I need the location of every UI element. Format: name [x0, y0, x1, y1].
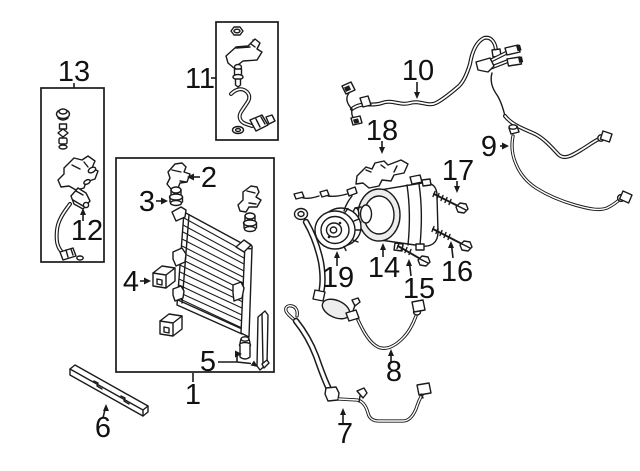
callout-6[interactable]: 6	[95, 404, 111, 444]
callout-5-arrow	[235, 350, 242, 358]
core-inner-tab	[232, 281, 245, 302]
condenser-box-1	[115, 157, 275, 373]
bolt-15	[396, 242, 431, 267]
harness-10	[341, 35, 613, 160]
callout-10[interactable]: 10	[402, 55, 434, 99]
callout-6-label[interactable]: 6	[95, 412, 111, 444]
callout-11[interactable]: 11	[185, 63, 216, 95]
tube-part-11	[229, 87, 276, 132]
callout-2[interactable]: 2	[187, 162, 217, 194]
liquid-tube-assembly	[54, 155, 99, 261]
callout-16-label[interactable]: 16	[441, 256, 473, 288]
callout-18-arrow	[379, 147, 385, 154]
cushion-3b	[242, 212, 258, 233]
callout-9-arrow	[502, 142, 509, 150]
callout-18[interactable]: 18	[366, 115, 398, 154]
callout-14-label[interactable]: 14	[368, 252, 400, 284]
bracket-with-stud	[225, 38, 263, 69]
bracket-18	[355, 159, 409, 189]
callout-8-arrow	[388, 349, 394, 356]
inset-box-11	[215, 21, 279, 141]
service-cap-part	[55, 108, 71, 150]
callout-16[interactable]: 16	[441, 241, 473, 288]
bracket-2	[166, 162, 191, 190]
callout-4-label[interactable]: 4	[123, 266, 139, 298]
harness-sleeve	[359, 95, 372, 108]
liquid-hose-7	[284, 304, 432, 423]
clutch-pulley-19	[293, 186, 363, 252]
callout-8[interactable]: 8	[386, 349, 402, 388]
harness-junction-clip	[475, 57, 495, 73]
callout-19[interactable]: 19	[322, 251, 354, 294]
callout-1[interactable]: 1	[185, 373, 201, 411]
callout-7-label[interactable]: 7	[337, 418, 353, 450]
callout-6-arrow	[103, 404, 109, 411]
callout-2-arrow	[187, 173, 194, 181]
callout-15-arrow	[406, 259, 412, 266]
callout-14[interactable]: 14	[368, 243, 400, 284]
callout-2-label[interactable]: 2	[201, 162, 217, 194]
callout-13-label[interactable]: 13	[58, 56, 90, 88]
bracket-2b	[237, 185, 262, 213]
inset-box-13	[40, 87, 105, 263]
cap-5	[238, 336, 252, 360]
callout-16-arrow	[448, 241, 454, 248]
compressor-14	[352, 174, 439, 252]
callout-17[interactable]: 17	[442, 155, 474, 193]
bolt-16	[431, 225, 473, 252]
pressure-switch-12	[70, 187, 91, 210]
nut-part	[230, 26, 244, 36]
callout-3-label[interactable]: 3	[139, 186, 155, 218]
support-rail-6	[69, 364, 149, 417]
core-top-hook	[171, 206, 187, 222]
callout-19-label[interactable]: 19	[322, 262, 354, 294]
callout-12-arrow	[80, 208, 86, 215]
callout-19-arrow	[334, 251, 340, 258]
callout-12[interactable]: 12	[71, 208, 103, 247]
callout-18-label[interactable]: 18	[366, 115, 398, 147]
core-side-tab-2	[172, 285, 185, 302]
callout-9[interactable]: 9	[481, 131, 509, 163]
callout-4-arrow	[144, 277, 151, 285]
callout-12-label[interactable]: 12	[71, 215, 103, 247]
cushion-3	[168, 186, 184, 207]
callout-10-arrow	[414, 92, 420, 99]
condenser-core	[171, 206, 253, 338]
callout-15-label[interactable]: 15	[403, 273, 435, 305]
callout-17-label[interactable]: 17	[442, 155, 474, 187]
callout-15[interactable]: 15	[403, 259, 435, 305]
callout-13[interactable]: 13	[58, 56, 90, 88]
rubber-mount-4b	[159, 313, 183, 337]
callout-10-label[interactable]: 10	[402, 55, 434, 87]
suction-hose-8	[293, 207, 426, 350]
callout-5-arrow-2	[250, 360, 258, 367]
core-corner-bracket	[235, 239, 252, 253]
callout-7-arrow	[340, 408, 346, 415]
callout-4[interactable]: 4	[123, 266, 151, 298]
callout-14-arrow	[380, 243, 386, 250]
callout-8-label[interactable]: 8	[386, 356, 402, 388]
rubber-mount-4	[152, 265, 176, 289]
clutch-lead-wire	[293, 186, 358, 212]
pipe-9	[508, 124, 633, 212]
callout-5[interactable]: 5	[200, 346, 258, 378]
callout-1-label[interactable]: 1	[185, 379, 201, 411]
callout-5-label[interactable]: 5	[200, 346, 216, 378]
grommet-part	[231, 125, 245, 135]
callout-17-arrow	[454, 186, 460, 193]
callout-9-label[interactable]: 9	[481, 131, 497, 163]
core-side-tab	[172, 247, 187, 267]
drier-strip-5	[256, 310, 270, 371]
callout-7[interactable]: 7	[337, 408, 353, 450]
small-valve-part	[232, 63, 244, 88]
callout-3[interactable]: 3	[139, 186, 168, 218]
bolt-17	[432, 190, 469, 214]
callout-11-label[interactable]: 11	[185, 63, 215, 95]
callout-3-arrow	[161, 197, 168, 205]
